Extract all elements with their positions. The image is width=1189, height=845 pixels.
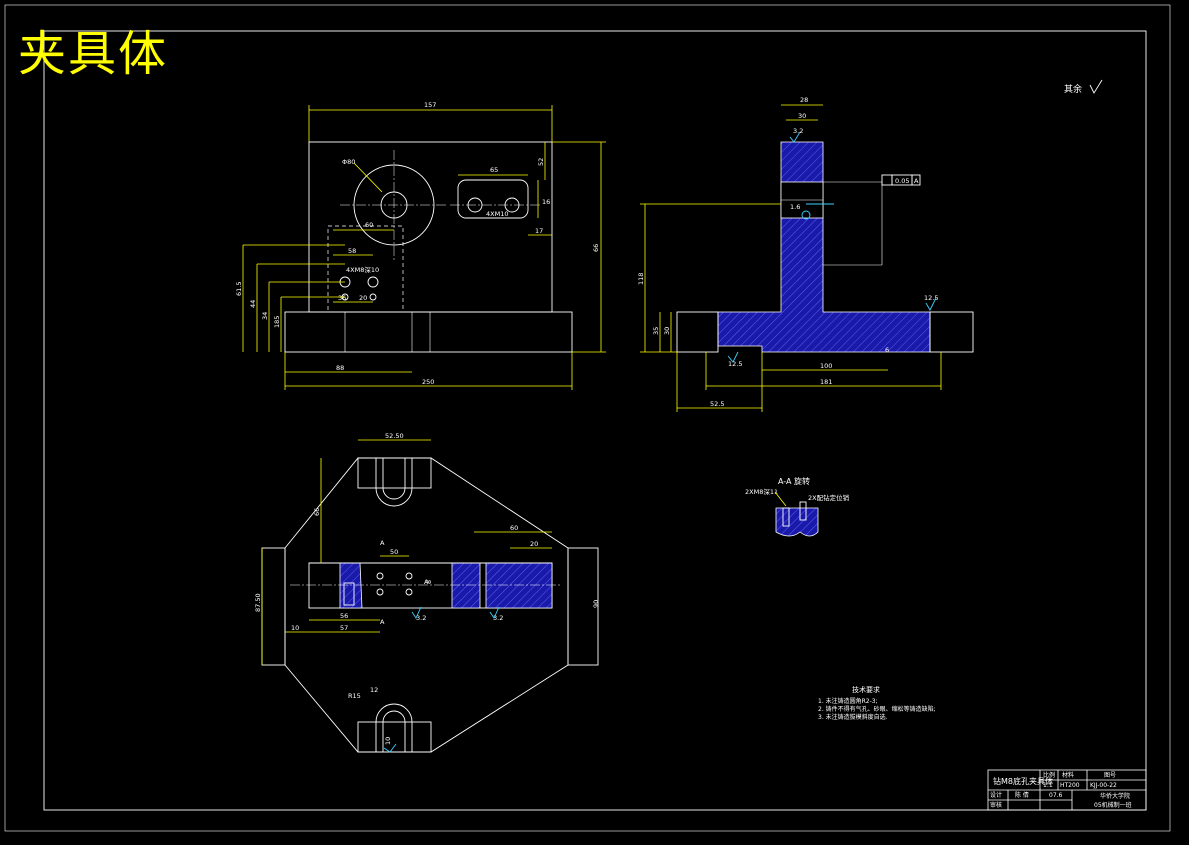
tb-scale: 1:1 bbox=[1043, 782, 1053, 789]
inner-border bbox=[43, 30, 1147, 811]
svg-text:图号: 图号 bbox=[1104, 772, 1116, 779]
tb-part-name: 钻M8底孔夹具体 bbox=[993, 776, 1053, 786]
svg-text:250: 250 bbox=[422, 378, 434, 386]
svg-text:52.5: 52.5 bbox=[710, 400, 724, 408]
section-right-label: 2X配钻定位销 bbox=[808, 493, 850, 502]
svg-text:12: 12 bbox=[370, 686, 378, 694]
svg-text:66: 66 bbox=[592, 244, 600, 252]
tb-material: HT200 bbox=[1060, 782, 1080, 789]
outer-border bbox=[4, 4, 1171, 832]
svg-text:10: 10 bbox=[384, 737, 392, 745]
svg-text:181: 181 bbox=[820, 378, 832, 386]
svg-text:A: A bbox=[914, 177, 919, 185]
svg-text:100: 100 bbox=[820, 362, 832, 370]
svg-text:30: 30 bbox=[663, 327, 671, 335]
svg-text:52.50: 52.50 bbox=[385, 432, 404, 440]
svg-text:34: 34 bbox=[261, 312, 269, 320]
svg-text:65: 65 bbox=[490, 166, 498, 174]
svg-text:30: 30 bbox=[798, 112, 806, 120]
svg-text:1.6: 1.6 bbox=[790, 203, 800, 211]
svg-text:66: 66 bbox=[313, 508, 321, 516]
svg-text:60: 60 bbox=[365, 221, 373, 229]
svg-text:设计: 设计 bbox=[990, 791, 1002, 799]
svg-text:3.2: 3.2 bbox=[493, 614, 503, 622]
tb-designer: 陈 倩 bbox=[1015, 791, 1029, 799]
tb-class: 05机械制一班 bbox=[1094, 801, 1132, 809]
svg-text:52: 52 bbox=[537, 158, 545, 166]
svg-text:4XM8深10: 4XM8深10 bbox=[346, 265, 379, 274]
tech-req-item: 3. 未注铸造拔模斜度自选. bbox=[818, 713, 888, 721]
side-section bbox=[717, 141, 931, 353]
svg-text:A: A bbox=[380, 618, 385, 626]
svg-text:12.5: 12.5 bbox=[728, 360, 742, 368]
svg-text:87.50: 87.50 bbox=[254, 593, 262, 612]
tech-req-item: 2. 铸件不得有气孔、砂眼、缩松等铸造缺陷; bbox=[818, 705, 936, 713]
front-slot bbox=[457, 179, 529, 219]
perpendicularity-frame bbox=[881, 174, 893, 186]
svg-text:A: A bbox=[380, 539, 385, 547]
svg-text:44: 44 bbox=[249, 300, 257, 308]
svg-text:88: 88 bbox=[336, 364, 344, 372]
svg-text:Φ80: Φ80 bbox=[342, 158, 355, 166]
drawing-title: 夹具体 bbox=[18, 26, 169, 82]
svg-text:4XM10: 4XM10 bbox=[486, 210, 508, 218]
roughness-label: 其余 bbox=[1064, 83, 1082, 95]
section-aa: A-A 旋转 2XM8深11 2X配钻定位销 bbox=[745, 476, 850, 537]
section-left-label: 2XM8深11 bbox=[745, 487, 778, 496]
front-base bbox=[284, 311, 573, 353]
svg-text:8: 8 bbox=[425, 580, 433, 584]
svg-text:35: 35 bbox=[652, 327, 660, 335]
tech-req-item: 1. 未注铸造圆角R2-3; bbox=[818, 697, 878, 705]
technical-requirements: 技术要求 1. 未注铸造圆角R2-3; 2. 铸件不得有气孔、砂眼、缩松等铸造缺… bbox=[818, 685, 936, 721]
svg-text:90: 90 bbox=[592, 600, 600, 608]
top-view: 52.50 66 60 20 50 A A 10 56 57 A 87.50 9… bbox=[254, 432, 600, 753]
svg-text:56: 56 bbox=[340, 612, 348, 620]
svg-text:20: 20 bbox=[530, 540, 538, 548]
svg-text:57: 57 bbox=[340, 624, 348, 632]
svg-text:60: 60 bbox=[510, 524, 518, 532]
svg-text:材料: 材料 bbox=[1062, 771, 1074, 779]
section-title: A-A 旋转 bbox=[778, 476, 810, 486]
svg-text:61.5: 61.5 bbox=[235, 282, 243, 296]
svg-text:3.2: 3.2 bbox=[416, 614, 426, 622]
datum-icon bbox=[801, 210, 811, 220]
title-block: 钻M8底孔夹具体 比例 材料 图号 1:1 HT200 KJJ-00-22 设计… bbox=[987, 769, 1147, 811]
front-upright bbox=[308, 141, 553, 313]
tb-drawing-no: KJJ-00-22 bbox=[1090, 782, 1117, 789]
tb-school: 华侨大学院 bbox=[1100, 792, 1130, 800]
svg-text:审核: 审核 bbox=[990, 801, 1002, 809]
svg-text:17: 17 bbox=[535, 227, 543, 235]
svg-text:12.5: 12.5 bbox=[924, 294, 938, 302]
side-view: 28 30 3.2 1.6 0.05 A 118 35 30 12.5 12.5… bbox=[637, 96, 974, 412]
svg-text:118: 118 bbox=[637, 273, 645, 285]
svg-text:R15: R15 bbox=[348, 692, 361, 700]
svg-text:10: 10 bbox=[291, 624, 299, 632]
svg-text:6: 6 bbox=[885, 346, 889, 354]
svg-text:20: 20 bbox=[359, 294, 367, 302]
svg-text:50: 50 bbox=[390, 548, 398, 556]
svg-text:157: 157 bbox=[424, 101, 436, 109]
front-view: 157 66 52 65 16 17 4XM10 Φ80 60 58 4XM8深… bbox=[235, 101, 606, 390]
tb-date: 07.6 bbox=[1049, 792, 1063, 799]
svg-text:28: 28 bbox=[800, 96, 808, 104]
svg-text:58: 58 bbox=[348, 247, 356, 255]
roughness-symbol-icon bbox=[1089, 79, 1103, 94]
tech-req-title: 技术要求 bbox=[852, 685, 880, 694]
svg-text:36: 36 bbox=[338, 294, 346, 302]
svg-text:3.2: 3.2 bbox=[793, 127, 803, 135]
svg-text:比例: 比例 bbox=[1043, 771, 1055, 779]
svg-text:0.05: 0.05 bbox=[895, 177, 909, 185]
roughness-icon bbox=[789, 131, 801, 143]
svg-text:185: 185 bbox=[273, 316, 281, 328]
svg-text:A: A bbox=[424, 578, 429, 586]
roughness-note: 其余 bbox=[1064, 79, 1103, 95]
svg-text:16: 16 bbox=[542, 198, 550, 206]
